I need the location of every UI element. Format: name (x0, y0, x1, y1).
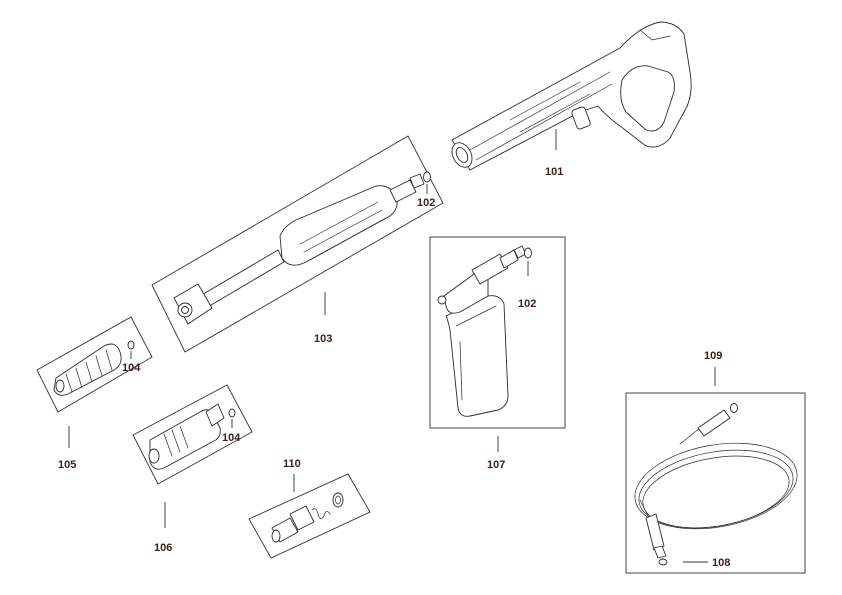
o-ring-icon (524, 247, 532, 259)
hose-adapter-icon (271, 492, 344, 543)
variable-nozzle-icon (148, 403, 225, 470)
high-pressure-hose-icon (634, 403, 798, 559)
turbo-nozzle-icon (53, 343, 122, 396)
callout-108: 108 (712, 557, 730, 569)
o-ring-icon (127, 340, 135, 350)
spray-gun-icon (451, 21, 692, 171)
callout-102-lance: 102 (417, 197, 435, 209)
callout-109: 109 (704, 350, 722, 362)
callout-104-turbo: 104 (122, 362, 141, 374)
spray-lance-icon (173, 173, 425, 325)
callout-105: 105 (58, 459, 76, 471)
o-ring-icon (228, 408, 236, 418)
o-ring-icon (658, 558, 668, 566)
callout-107: 107 (487, 459, 505, 471)
callout-104-variable: 104 (222, 432, 241, 444)
o-ring-icon (423, 171, 431, 183)
callout-106: 106 (154, 542, 172, 554)
detergent-bottle-icon (437, 245, 527, 417)
callout-101: 101 (545, 166, 563, 178)
callout-103: 103 (314, 333, 332, 345)
callout-102-bottle: 102 (518, 298, 536, 310)
callout-110: 110 (283, 458, 301, 470)
